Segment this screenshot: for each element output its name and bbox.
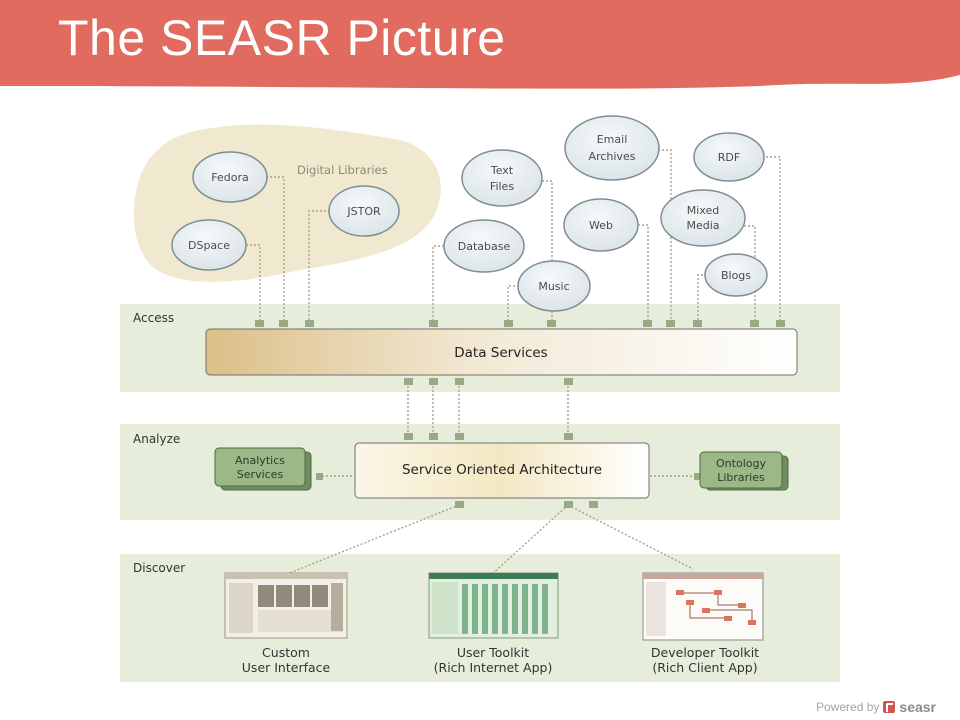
node-jstor-label: JSTOR — [346, 205, 381, 218]
node-database-label: Database — [458, 240, 511, 253]
ontology-libraries-line1: Ontology — [716, 457, 766, 470]
node-web[interactable]: Web — [563, 198, 639, 252]
layer-connectors — [286, 378, 696, 577]
node-text-files[interactable]: Text Files — [461, 149, 543, 207]
seasr-logo-icon — [883, 701, 896, 713]
node-database[interactable]: Database — [443, 219, 525, 273]
node-blogs[interactable]: Blogs — [704, 253, 768, 297]
app-label-custom-line2: User Interface — [242, 660, 331, 675]
layer-label-access: Access — [133, 311, 174, 325]
data-services-box[interactable]: Data Services — [205, 328, 798, 376]
node-mixed-media-line2: Media — [686, 219, 719, 232]
analytics-services-line2: Services — [237, 468, 284, 481]
analytics-services-box[interactable]: Analytics Services — [214, 447, 312, 491]
data-services-label: Data Services — [454, 345, 547, 361]
node-music-label: Music — [538, 280, 569, 293]
connector-ports — [255, 320, 785, 508]
node-email-archives-line1: Email — [597, 133, 628, 146]
user-toolkit-screenshot[interactable] — [428, 572, 559, 639]
powered-by-text: Powered by — [816, 700, 880, 714]
node-music[interactable]: Music — [517, 260, 591, 312]
custom-ui-screenshot[interactable] — [224, 572, 348, 639]
seasr-brand-text: seasr — [899, 699, 936, 715]
soa-label: Service Oriented Architecture — [402, 462, 602, 478]
node-rdf[interactable]: RDF — [693, 132, 765, 182]
app-label-developer-toolkit-line1: Developer Toolkit — [651, 645, 759, 660]
layer-label-discover: Discover — [133, 561, 185, 575]
app-label-user-toolkit-line1: User Toolkit — [457, 645, 529, 660]
slide-title: The SEASR Picture — [58, 10, 506, 66]
digital-libraries-label: Digital Libraries — [297, 163, 388, 177]
ontology-libraries-line2: Libraries — [717, 471, 765, 484]
node-web-label: Web — [589, 219, 613, 232]
ontology-libraries-box[interactable]: Ontology Libraries — [699, 451, 789, 491]
node-text-files-line2: Files — [490, 180, 514, 193]
soa-box[interactable]: Service Oriented Architecture — [354, 442, 650, 499]
app-label-developer-toolkit-line2: (Rich Client App) — [652, 660, 757, 675]
node-fedora[interactable]: Fedora — [192, 151, 268, 203]
node-dspace[interactable]: DSpace — [171, 219, 247, 271]
node-text-files-line1: Text — [490, 164, 514, 177]
node-rdf-label: RDF — [718, 151, 740, 164]
node-mixed-media-line1: Mixed — [687, 204, 719, 217]
node-mixed-media[interactable]: Mixed Media — [660, 189, 746, 247]
layer-label-analyze: Analyze — [133, 432, 180, 446]
header-wave — [0, 0, 960, 89]
node-email-archives-line2: Archives — [589, 150, 636, 163]
app-label-custom-line1: Custom — [262, 645, 310, 660]
node-blogs-label: Blogs — [721, 269, 751, 282]
footer: Powered by seasr — [816, 699, 936, 715]
node-fedora-label: Fedora — [211, 171, 248, 184]
header-band: The SEASR Picture — [0, 0, 960, 100]
app-label-user-toolkit-line2: (Rich Internet App) — [434, 660, 553, 675]
node-email-archives[interactable]: Email Archives — [564, 115, 660, 181]
analytics-services-line1: Analytics — [235, 454, 285, 467]
node-dspace-label: DSpace — [188, 239, 230, 252]
node-jstor[interactable]: JSTOR — [328, 185, 400, 237]
developer-toolkit-screenshot[interactable] — [642, 572, 764, 641]
